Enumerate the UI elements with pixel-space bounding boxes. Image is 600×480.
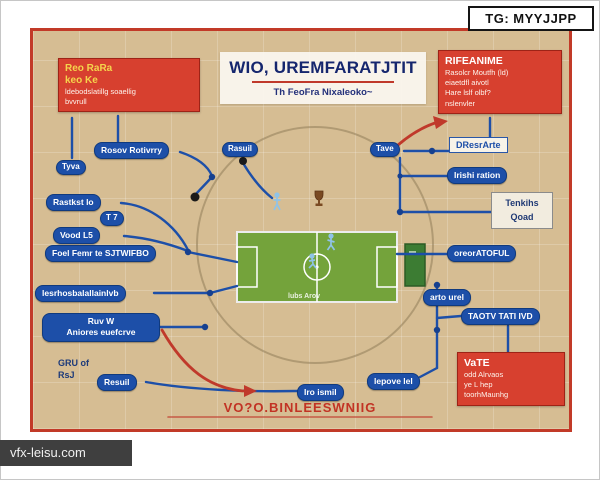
note-body: bvvrull bbox=[65, 97, 87, 107]
poster-subtitle: Th FeoFra Nixaleoko~ bbox=[273, 86, 373, 98]
label-resuil: Resuil bbox=[97, 374, 137, 392]
poster-title: WIO, UREMFARATJTIT bbox=[229, 58, 417, 77]
label-tenkihs: Tenkihs Qoad bbox=[491, 192, 553, 229]
label-ruv-line2: Aniores euefcrve bbox=[66, 327, 136, 338]
note-body: nslenvler bbox=[445, 98, 476, 108]
note-heading: VaTE bbox=[464, 357, 490, 369]
tg-watermark: TG: MYYJJPP bbox=[468, 6, 594, 31]
label-tyva: Tyva bbox=[56, 160, 86, 175]
label-arto: arto urel bbox=[423, 289, 472, 307]
label-irishi: Irishi ration bbox=[447, 167, 508, 185]
label-tave: Tave bbox=[370, 142, 400, 157]
note-body: Hare lslf olbf? bbox=[445, 88, 491, 98]
label-tenkihs-line2: Qoad bbox=[510, 211, 534, 222]
bottom-red-text: VO?O.BINLEESWNIIG bbox=[223, 400, 377, 415]
label-lesrhos: lesrhosbalallainlvb bbox=[35, 285, 126, 303]
note-body: ye L hep bbox=[464, 380, 493, 390]
bottom-right-note: VaTE odd Alrvaos ye L hep toorhMaunhg bbox=[457, 352, 565, 406]
label-rastkst: Rastkst lo bbox=[46, 194, 101, 212]
note-body: odd Alrvaos bbox=[464, 370, 504, 380]
label-dresrarte: DResrArte bbox=[449, 137, 508, 153]
label-lepove: lepove lel bbox=[367, 373, 420, 391]
note-heading: keo Ke bbox=[65, 75, 98, 86]
poster-title-block: WIO, UREMFARATJTIT Th FeoFra Nixaleoko~ bbox=[220, 52, 426, 104]
title-rule bbox=[252, 80, 394, 83]
site-watermark: vfx-leisu.com bbox=[0, 440, 132, 466]
label-tenkihs-line1: Tenkihs bbox=[505, 198, 539, 208]
note-heading: RIFEANIME bbox=[445, 55, 503, 67]
label-gru: GRU of RsJ bbox=[58, 357, 89, 381]
label-iro: Iro ismil bbox=[297, 384, 344, 402]
label-gru-line1: GRU of bbox=[58, 358, 89, 368]
label-gru-line2: RsJ bbox=[58, 370, 75, 381]
label-rosov: Rosov Rotivrry bbox=[94, 142, 169, 160]
top-right-note: RIFEANIME Rasolcr Moutfh (ld) eiaetdfl a… bbox=[438, 50, 562, 114]
label-ruv-line1: Ruv W bbox=[87, 316, 115, 326]
note-body: toorhMaunhg bbox=[464, 390, 509, 400]
label-ruv: Ruv W Aniores euefcrve bbox=[42, 313, 160, 342]
label-vood: Vood L5 bbox=[53, 227, 100, 245]
pitch-caption: lubs Arov bbox=[288, 293, 321, 300]
note-heading: Reo RaRa bbox=[65, 63, 113, 74]
label-foel: Foel Femr te SJTWIFBO bbox=[45, 245, 156, 263]
top-left-note: Reo RaRa keo Ke ldebodslatillg soaellig … bbox=[58, 58, 200, 113]
label-t7: T 7 bbox=[100, 211, 124, 226]
label-oreor: oreorATOFUL bbox=[447, 245, 517, 263]
note-body: ldebodslatillg soaellig bbox=[65, 87, 136, 96]
label-taotv: TAOTV TATI IVD bbox=[461, 308, 540, 326]
note-body: eiaetdfl aivotl bbox=[445, 78, 489, 88]
note-body: Rasolcr Moutfh (ld) bbox=[445, 68, 509, 78]
label-rasuil: Rasuil bbox=[222, 142, 259, 157]
